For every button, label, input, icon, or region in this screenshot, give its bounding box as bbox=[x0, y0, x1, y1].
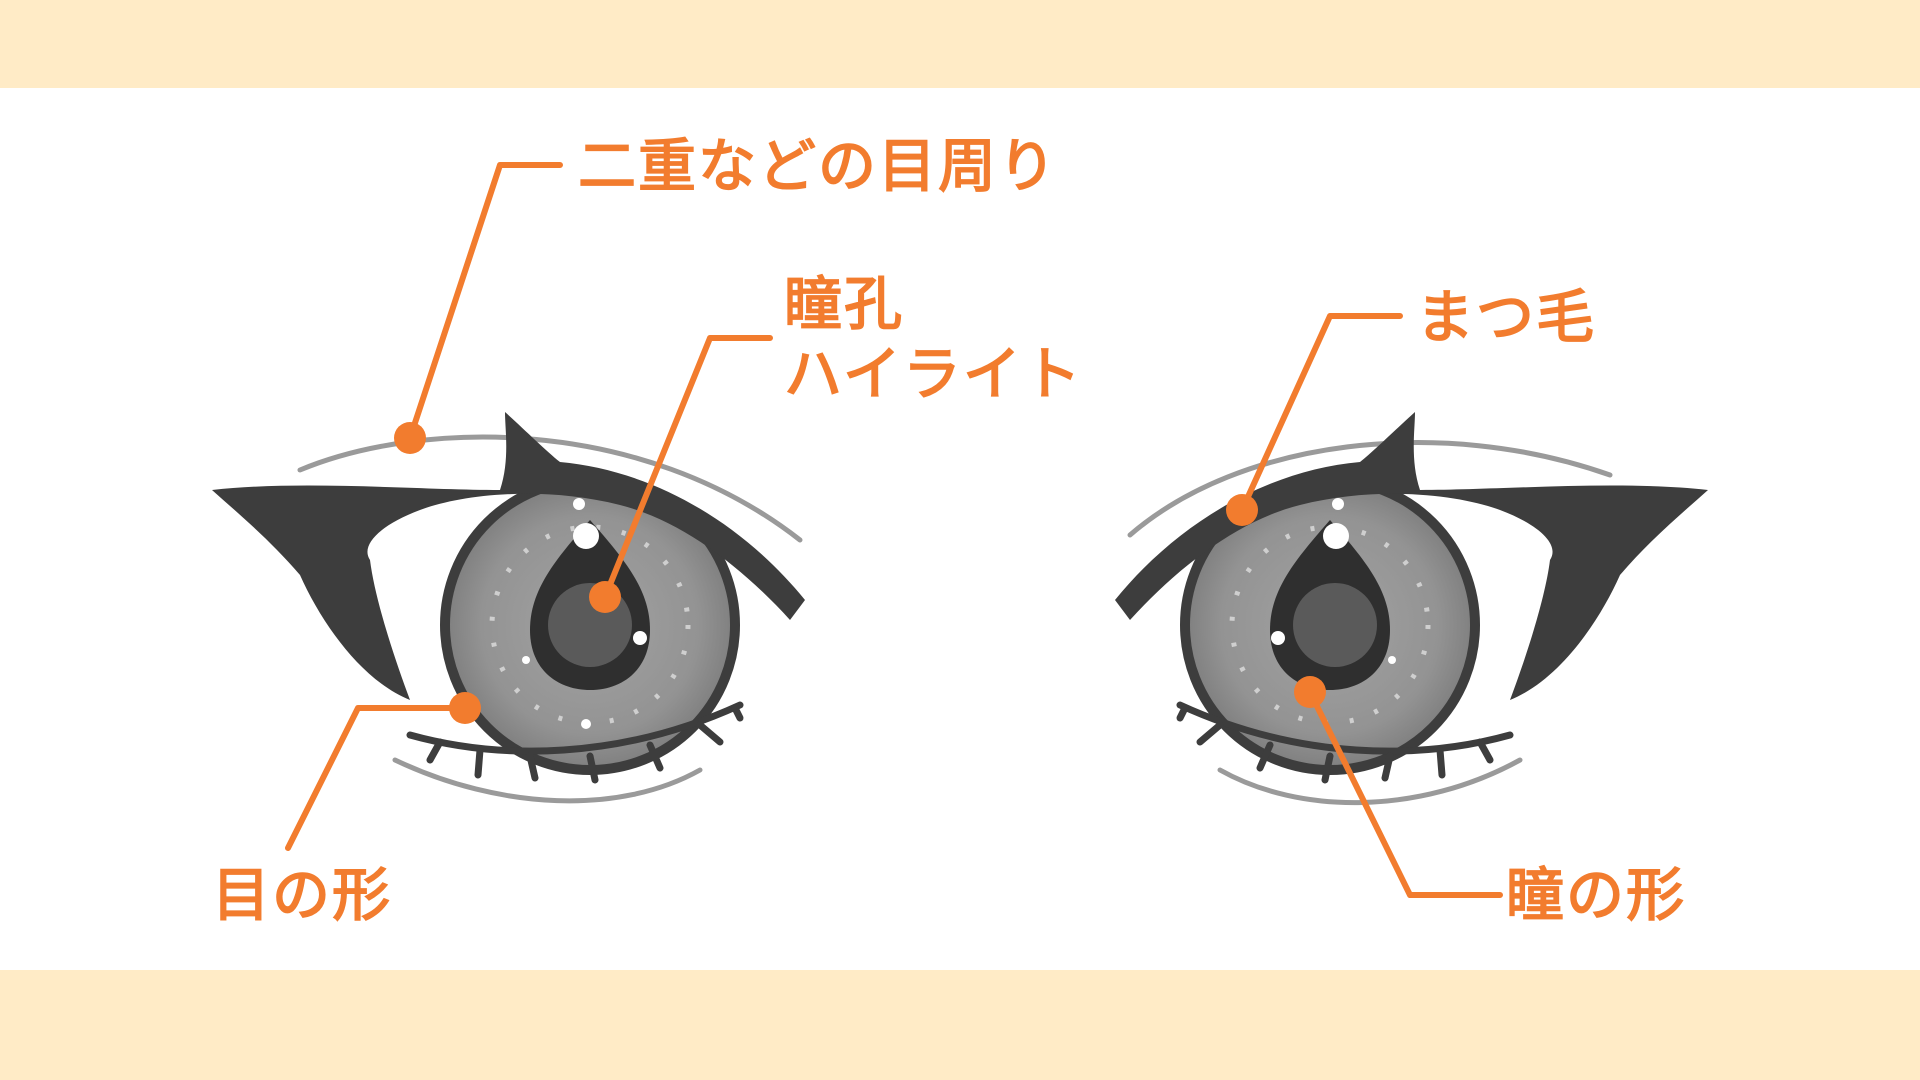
leader-pupil bbox=[602, 335, 773, 600]
label-highlight: ハイライト bbox=[784, 339, 1083, 408]
left-eye-highlight-small bbox=[573, 498, 585, 510]
right-eye bbox=[1115, 412, 1708, 806]
left-eye-lower-lashes bbox=[406, 701, 744, 784]
right-eye-iris-dashes bbox=[1229, 524, 1431, 726]
leader-eye-shape bbox=[285, 705, 463, 851]
left-eye-highlight-main bbox=[573, 523, 599, 549]
dot-pupil bbox=[589, 581, 621, 613]
right-eye-lower-lashes bbox=[1176, 701, 1514, 784]
right-eye-upper-lid bbox=[1115, 412, 1708, 700]
dot-eye-surround bbox=[394, 422, 426, 454]
leader-eyelashes bbox=[1239, 313, 1403, 513]
label-iris-shape: 瞳の形 bbox=[1506, 861, 1687, 929]
right-eye-highlight-main bbox=[1323, 523, 1349, 549]
dot-iris-shape bbox=[1294, 676, 1326, 708]
dot-eyelashes bbox=[1226, 494, 1258, 526]
label-pupil-highlight: 瞳孔 ハイライト bbox=[784, 270, 1083, 409]
leader-eye-surround bbox=[407, 162, 563, 441]
right-eye-pupil-core bbox=[1293, 583, 1377, 667]
dot-eye-shape bbox=[449, 692, 481, 724]
callout-dots bbox=[394, 422, 1326, 724]
callouts bbox=[285, 162, 1503, 898]
left-eye-highlight-bottom bbox=[581, 719, 591, 729]
label-pupil: 瞳孔 bbox=[784, 270, 905, 338]
label-eyelashes: まつ毛 bbox=[1416, 283, 1597, 351]
left-eye-crease bbox=[297, 434, 803, 543]
left-eye bbox=[212, 412, 805, 804]
right-eye-highlight-left bbox=[1271, 631, 1285, 645]
label-eye-shape: 目の形 bbox=[212, 861, 393, 929]
left-eye-highlight-right bbox=[633, 631, 647, 645]
right-eye-highlight-small bbox=[1332, 498, 1344, 510]
left-eye-iris-dashes bbox=[489, 524, 691, 726]
right-eye-crease bbox=[1127, 440, 1613, 538]
left-eye-upper-lid bbox=[212, 412, 805, 700]
label-eye-surround: 二重などの目周り bbox=[578, 132, 1059, 200]
leader-iris-shape bbox=[1307, 689, 1503, 898]
right-eye-highlight-lower bbox=[1388, 656, 1396, 664]
left-eye-lower-crease bbox=[392, 757, 703, 804]
left-eye-highlight-lower bbox=[522, 656, 530, 664]
